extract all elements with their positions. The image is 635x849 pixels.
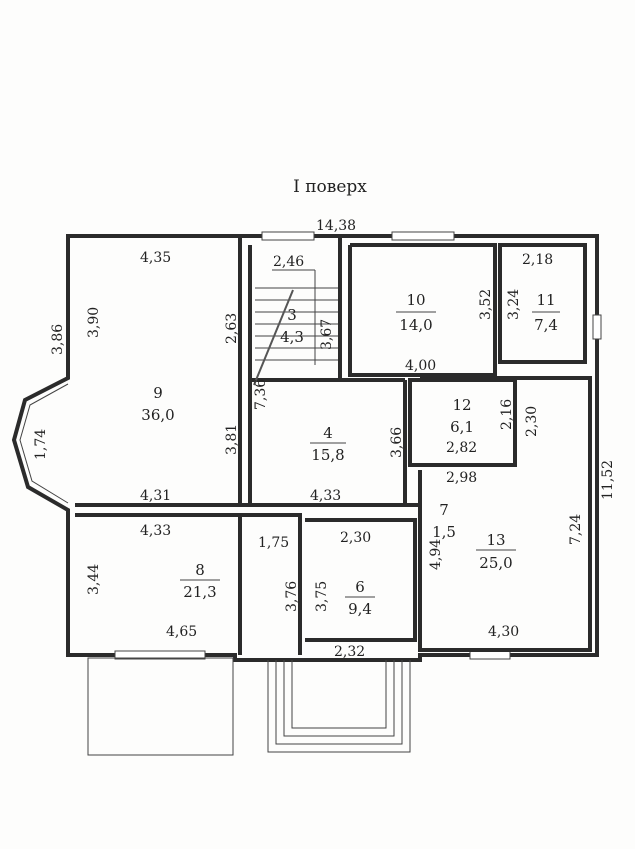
- room-3-number: 3: [287, 306, 297, 324]
- room-12-number: 12: [452, 396, 471, 414]
- room-10-number: 10: [406, 291, 425, 309]
- dimension: 14,38: [316, 218, 356, 234]
- room-13-area: 25,0: [479, 554, 512, 572]
- bay-window: [19, 383, 69, 504]
- room-6-number: 6: [355, 578, 365, 596]
- room-11-area: 7,4: [534, 316, 558, 334]
- room-9-number: 9: [153, 384, 163, 402]
- dimension: 2,82: [446, 440, 477, 456]
- room-8-number: 8: [195, 561, 205, 579]
- dimension: 2,30: [340, 530, 371, 546]
- room-3-area: 4,3: [280, 328, 304, 346]
- room-9-area: 36,0: [141, 406, 174, 424]
- window: [114, 650, 206, 660]
- dimension: 2,63: [224, 313, 240, 344]
- room-13-number: 13: [486, 531, 505, 549]
- dimension: 4,30: [488, 624, 519, 640]
- dimension: 7,24: [568, 514, 584, 545]
- dimension: 2,30: [524, 406, 540, 437]
- dimension: 4,65: [166, 624, 197, 640]
- window: [391, 231, 455, 241]
- dimension: 7,36: [253, 379, 269, 410]
- room-10-area: 14,0: [399, 316, 432, 334]
- dimension: 4,33: [310, 488, 341, 504]
- window: [469, 650, 511, 660]
- room-8-area: 21,3: [183, 583, 216, 601]
- dimension: 1,75: [258, 535, 289, 551]
- window: [592, 314, 602, 340]
- dimension: 3,81: [224, 424, 240, 455]
- staircase: [253, 269, 338, 386]
- dimension: 2,16: [499, 399, 515, 430]
- dimension: 1,74: [33, 429, 49, 460]
- dimension: 3,52: [478, 289, 494, 320]
- dimension: 2,46: [273, 254, 304, 270]
- dimension-labels: 14,38 4,35 3,86 3,90 2,63 1,74 2,46 3,67…: [33, 218, 616, 660]
- room-labels: 3 4,3 4 15,8 6 9,4 7 1,5 8 21,3 9 36,0 1…: [141, 291, 560, 618]
- room-12-area: 6,1: [450, 418, 474, 436]
- interior-walls: [75, 236, 592, 655]
- room-7-number: 7: [439, 501, 449, 519]
- dimension: 4,33: [140, 523, 171, 539]
- entrance-steps: [267, 660, 411, 753]
- outer-wall: [11, 234, 599, 662]
- dimension: 3,66: [389, 427, 405, 458]
- dimension: 4,00: [405, 358, 436, 374]
- room-7-area: 1,5: [432, 523, 456, 541]
- window: [261, 231, 315, 241]
- terrace: [87, 657, 234, 756]
- dimension: 3,67: [319, 319, 335, 350]
- dimension: 3,44: [86, 564, 102, 595]
- room-6-area: 9,4: [348, 600, 372, 618]
- room-4-number: 4: [323, 424, 333, 442]
- dimension: 3,75: [314, 581, 330, 612]
- room-4-area: 15,8: [311, 446, 344, 464]
- dimension: 3,24: [506, 289, 522, 320]
- dimension: 4,31: [140, 488, 171, 504]
- dimension: 2,18: [522, 252, 553, 268]
- dimension: 3,76: [284, 581, 300, 612]
- floor-title: I поверх: [293, 177, 367, 197]
- dimension: 2,32: [334, 644, 365, 660]
- dimension: 3,86: [50, 324, 66, 355]
- dimension: 4,94: [428, 539, 444, 570]
- dimension: 3,90: [86, 307, 102, 338]
- dimension: 2,98: [446, 470, 477, 486]
- dimension: 11,52: [600, 460, 616, 500]
- dimension: 4,35: [140, 250, 171, 266]
- room-11-number: 11: [536, 291, 555, 309]
